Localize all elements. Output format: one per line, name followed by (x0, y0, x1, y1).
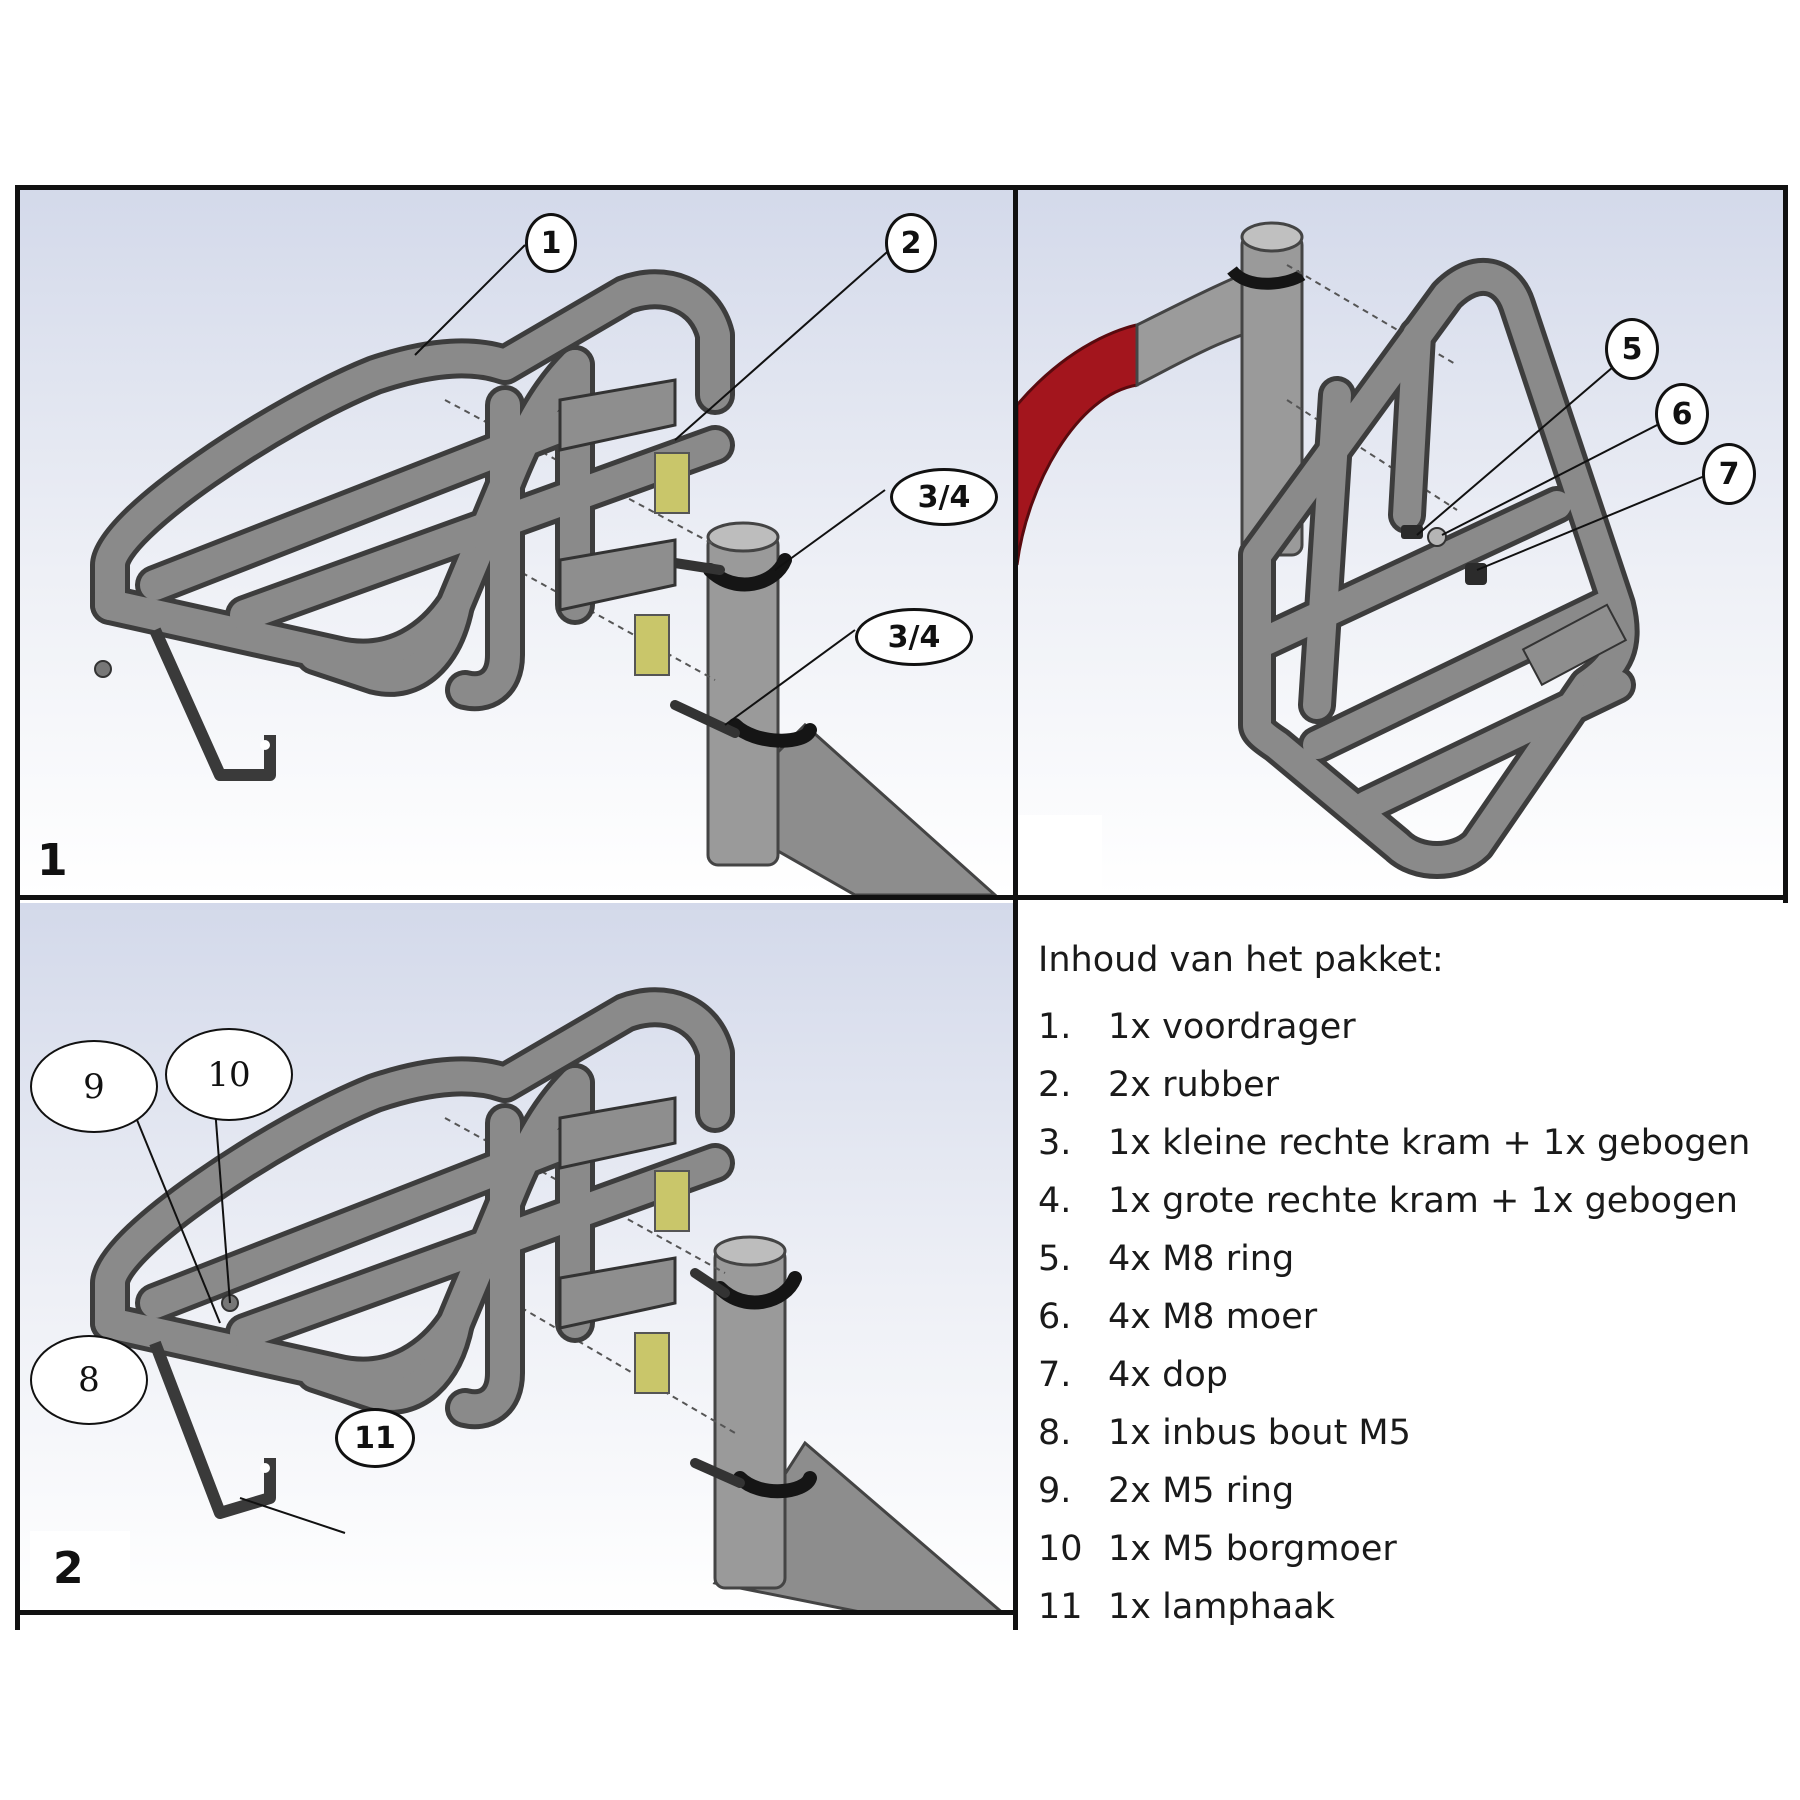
step-1-illustration (15, 185, 1013, 895)
contents-item-text: 4x M8 moer (1108, 1297, 1318, 1337)
contents-item-number: 3. (1038, 1123, 1072, 1163)
callout-6: 6 (1655, 383, 1709, 445)
contents-item-text: 1x lamphaak (1108, 1587, 1335, 1627)
assembly-diagram: 1 2 3/4 3/4 1 (15, 185, 1788, 1630)
bike-frame-tubes (706, 521, 998, 895)
clamps (670, 553, 817, 748)
callout-5: 5 (1605, 318, 1659, 380)
callout-10: 10 (165, 1028, 293, 1121)
contents-item-text: 4x M8 ring (1108, 1239, 1295, 1279)
contents-item-number: 8. (1038, 1413, 1072, 1453)
contents-item-text: 1x M5 borgmoer (1108, 1529, 1397, 1569)
contents-item: 9. 2x M5 ring (1038, 1462, 1798, 1520)
contents-item-text: 2x rubber (1108, 1065, 1280, 1105)
frame-border-left (15, 185, 20, 1630)
step-1-panel: 1 2 3/4 3/4 1 (15, 185, 1013, 895)
rubber-pad (654, 452, 690, 514)
frame-divider-horizontal (15, 895, 1788, 900)
callout-11: 11 (335, 1408, 415, 1468)
contents-item: 7. 4x dop (1038, 1346, 1798, 1404)
mounting-plates (558, 378, 690, 676)
contents-item-text: 4x dop (1108, 1355, 1228, 1395)
lamp-hook (94, 627, 276, 781)
contents-item-text: 1x kleine rechte kram + 1x gebogen (1108, 1123, 1751, 1163)
head-tube (1227, 221, 1306, 557)
contents-item: 3. 1x kleine rechte kram + 1x gebogen (1038, 1114, 1798, 1172)
step-1-detail-illustration (1017, 185, 1788, 895)
callout-1: 1 (525, 213, 577, 273)
contents-item-text: 1x grote rechte kram + 1x gebogen (1108, 1181, 1738, 1221)
contents-item-number: 4. (1038, 1181, 1072, 1221)
contents-item-number: 6. (1038, 1297, 1072, 1337)
contents-item: 8. 1x inbus bout M5 (1038, 1404, 1798, 1462)
lamp-hook-plate (1521, 603, 1628, 687)
front-carrier-front-view (1238, 258, 1640, 879)
contents-item: 1. 1x voordrager (1038, 998, 1798, 1056)
step-2-number: 2 (53, 1543, 84, 1594)
step-1-detail-panel: 5 6 7 (1017, 185, 1788, 895)
contents-item-number: 10 (1038, 1529, 1083, 1569)
contents-item-text: 2x M5 ring (1108, 1471, 1295, 1511)
frame-border-right (1783, 185, 1788, 903)
callout-7: 7 (1702, 443, 1756, 505)
rubber-pad (634, 614, 670, 676)
frame-divider-vertical (1013, 185, 1018, 1630)
mounting-plates (558, 1096, 690, 1394)
callout-8: 8 (30, 1335, 148, 1425)
frame-border-bottom (15, 1610, 1018, 1615)
contents-item-number: 1. (1038, 1007, 1072, 1047)
leader-lines (414, 244, 896, 726)
callout-3-4-bottom: 3/4 (855, 608, 973, 666)
contents-item-number: 11 (1038, 1587, 1083, 1627)
contents-item: 2. 2x rubber (1038, 1056, 1798, 1114)
contents-item: 10 1x M5 borgmoer (1038, 1520, 1798, 1578)
contents-item-number: 2. (1038, 1065, 1072, 1105)
contents-item-number: 5. (1038, 1239, 1072, 1279)
frame-border-top (15, 185, 1788, 190)
contents-item: 4. 1x grote rechte kram + 1x gebogen (1038, 1172, 1798, 1230)
contents-item: 6. 4x M8 moer (1038, 1288, 1798, 1346)
contents-item: 5. 4x M8 ring (1038, 1230, 1798, 1288)
callout-3-4-top: 3/4 (890, 468, 998, 526)
contents-item-text: 1x inbus bout M5 (1108, 1413, 1411, 1453)
step-1-number: 1 (37, 835, 68, 886)
contents-item-number: 7. (1038, 1355, 1072, 1395)
contents-item-number: 9. (1038, 1471, 1072, 1511)
leader-lines (1416, 354, 1708, 571)
callout-9: 9 (30, 1040, 158, 1133)
contents-item-text: 1x voordrager (1108, 1007, 1356, 1047)
step-2-illustration (15, 903, 1013, 1615)
contents-list: 1. 1x voordrager 2. 2x rubber 3. 1x kleine re… (1038, 998, 1798, 1636)
step-2-panel: 9 10 8 11 2 (15, 903, 1013, 1615)
contents-title: Inhoud van het pakket: (1038, 940, 1444, 980)
front-carrier (90, 269, 735, 712)
package-contents: Inhoud van het pakket: 1. 1x voordrager 2.… (1038, 940, 1798, 1636)
contents-item: 11 1x lamphaak (1038, 1578, 1798, 1636)
callout-2: 2 (885, 213, 937, 273)
